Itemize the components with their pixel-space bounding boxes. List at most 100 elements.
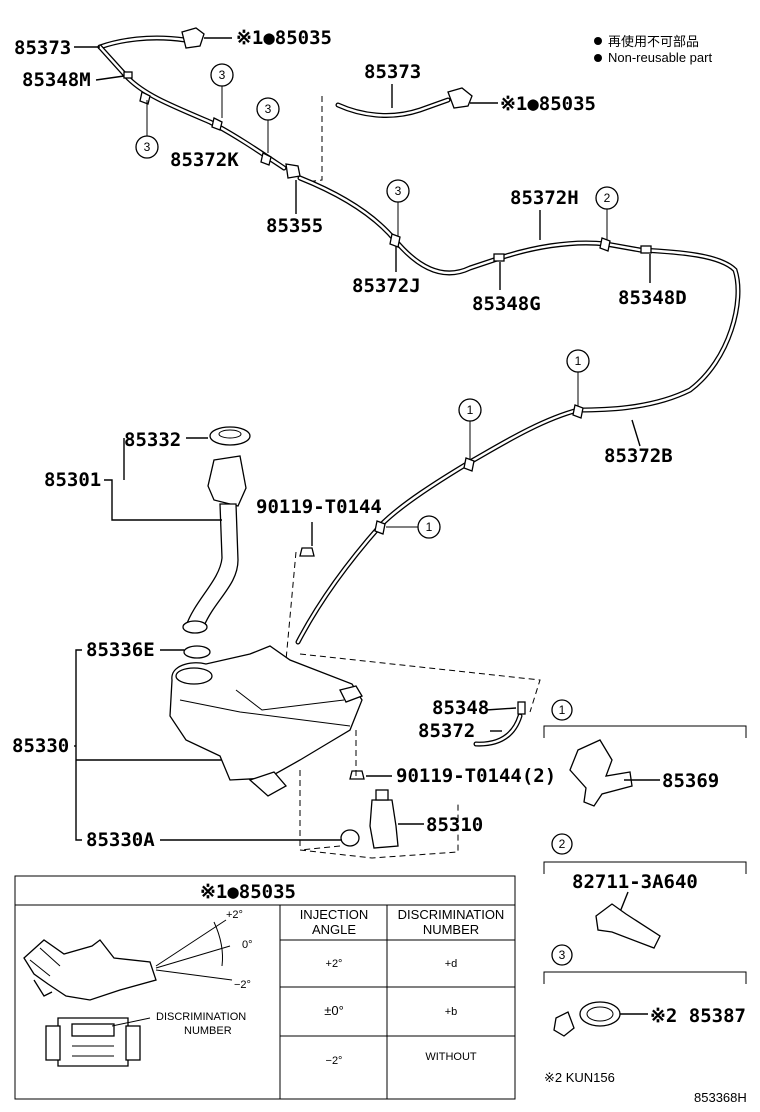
- clip-82711: [595, 903, 661, 949]
- callout-circle: [595, 186, 619, 210]
- detail-panel-3: 3 ※2 85387: [543, 944, 747, 1037]
- label-90119-b: 90119-T0144(2): [396, 765, 556, 787]
- callout-circle: [135, 135, 159, 159]
- header-number: NUMBER: [423, 922, 479, 937]
- label-85035-right: ※1●85035: [500, 93, 596, 115]
- label-82711: 82711-3A640: [572, 871, 698, 893]
- svg-text:2: 2: [604, 191, 611, 205]
- header-injection: INJECTION: [300, 907, 369, 922]
- clamp-d: [389, 233, 401, 248]
- clamp-c: [260, 152, 272, 166]
- callout-circle: [210, 63, 234, 87]
- callout-circle: [417, 515, 441, 539]
- label-85336e: 85336E: [86, 639, 155, 661]
- label-85372j: 85372J: [352, 275, 421, 297]
- legend-item-en: Non-reusable part: [608, 50, 712, 65]
- label-85310: 85310: [426, 814, 483, 836]
- nozzle-illustration: +2° 0° −2° DISCRIMINATION NUMBER: [23, 909, 253, 1067]
- pump-85310: [369, 799, 399, 849]
- cell-number: +d: [445, 958, 458, 970]
- nozzle-85035-left: [181, 27, 205, 49]
- joint-85348g: [493, 253, 505, 262]
- svg-text:3: 3: [219, 68, 226, 82]
- cell-number: WITHOUT: [425, 1051, 477, 1063]
- leader-lines: [74, 46, 651, 841]
- label-85348: 85348: [432, 697, 489, 719]
- cap-85332: [209, 426, 251, 446]
- injection-table: ※1●85035 INJECTION ANGLE DISCRIMINATION …: [14, 875, 516, 1100]
- svg-text:3: 3: [559, 948, 566, 962]
- label-85330a: 85330A: [86, 829, 155, 851]
- label-85332: 85332: [124, 429, 181, 451]
- label-85035-left: ※1●85035: [236, 27, 332, 49]
- cell-number: +b: [445, 1006, 458, 1018]
- label-85373-right: 85373: [364, 61, 421, 83]
- label-85330: 85330: [12, 735, 69, 757]
- note-kun156: ※2 KUN156: [544, 1070, 615, 1085]
- grommet-85330a: [340, 829, 360, 847]
- label-85373-left: 85373: [14, 37, 71, 59]
- svg-text:2: 2: [559, 837, 566, 851]
- svg-text:1: 1: [426, 520, 433, 534]
- label-85301: 85301: [44, 469, 101, 491]
- cell-angle: ±0°: [324, 1003, 344, 1018]
- callout-circle: [386, 179, 410, 203]
- disc-label-2: NUMBER: [184, 1025, 232, 1037]
- svg-text:1: 1: [575, 354, 582, 368]
- seal-85336e: [183, 645, 211, 659]
- label-85372b: 85372B: [604, 445, 673, 467]
- clamp-b: [211, 117, 223, 131]
- table-title: ※1●85035: [200, 881, 296, 903]
- label-90119-a: 90119-T0144: [256, 496, 382, 518]
- svg-text:3: 3: [144, 140, 151, 154]
- panel-number-circle: [551, 833, 573, 855]
- label-85369: 85369: [662, 770, 719, 792]
- joint-85348d: [640, 245, 652, 254]
- callout-circle: [566, 349, 590, 373]
- clip-85369: [569, 739, 633, 807]
- clamp-g: [463, 457, 475, 472]
- joint-85348: [517, 701, 526, 715]
- label-85372k: 85372K: [170, 149, 239, 171]
- svg-text:1: 1: [467, 403, 474, 417]
- svg-text:1: 1: [559, 703, 566, 717]
- clamp-f: [572, 404, 584, 419]
- label-85348m: 85348M: [22, 69, 91, 91]
- label-85387: ※2 85387: [650, 1005, 746, 1027]
- panel-number-circle: [551, 699, 573, 721]
- bolt-90119-a: [299, 547, 315, 557]
- joint-85348m: [123, 71, 133, 79]
- legend: 再使用不可部品 Non-reusable part: [594, 34, 712, 65]
- clamp-h: [374, 520, 386, 535]
- angle-mark: 0°: [242, 939, 253, 951]
- hose-85372-main: [295, 175, 741, 645]
- callout-circle: [458, 398, 482, 422]
- tank-bracket: [248, 771, 288, 797]
- disc-label-1: DISCRIMINATION: [156, 1011, 246, 1023]
- clamp-e: [599, 237, 611, 252]
- callout-circle: [256, 97, 280, 121]
- upper-hose-assembly: [97, 27, 741, 645]
- tank-assembly: [169, 426, 541, 859]
- angle-mark: −2°: [234, 979, 251, 991]
- label-85348g: 85348G: [472, 293, 541, 315]
- nozzle-85035-right: [447, 87, 473, 109]
- diagram-code: 853368H: [694, 1090, 747, 1105]
- header-discrimination: DISCRIMINATION: [398, 907, 505, 922]
- cell-angle: +2°: [326, 958, 343, 970]
- angle-mark: +2°: [226, 909, 243, 921]
- svg-text:3: 3: [395, 184, 402, 198]
- joint-85355: [285, 163, 301, 179]
- svg-text:3: 3: [265, 102, 272, 116]
- bolt-90119-b: [349, 770, 365, 780]
- part-labels: 85373 ※1●85035 85348M 85372K 85373 ※1●85…: [12, 27, 687, 851]
- panel-number-circle: [551, 944, 573, 966]
- label-85372: 85372: [418, 720, 475, 742]
- label-85372h: 85372H: [510, 187, 579, 209]
- cell-angle: −2°: [326, 1055, 343, 1067]
- inlet-pipe: [185, 503, 239, 627]
- clamp-85387: [579, 1001, 621, 1027]
- label-85355: 85355: [266, 215, 323, 237]
- label-85348d: 85348D: [618, 287, 687, 309]
- detail-panel-2: 2 82711-3A640: [543, 833, 747, 949]
